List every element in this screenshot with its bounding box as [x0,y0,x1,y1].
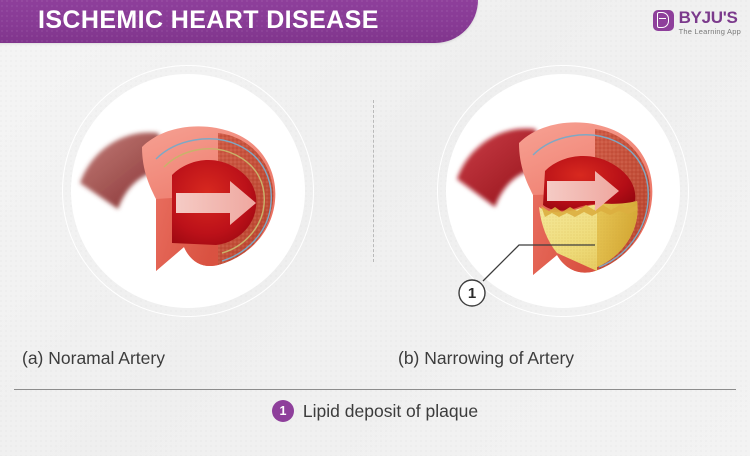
narrowed-artery-circle-stage: 1 [436,64,689,317]
panel-narrowed-artery: 1 [375,48,750,333]
restricted-blood-flow-arrow [546,170,619,211]
callout-badge-number: 1 [467,285,475,302]
panel-divider [373,100,374,262]
plaque-texture [538,200,638,271]
logo-text-block: BYJU'S The Learning App [679,9,741,36]
header-banner [0,0,478,43]
normal-artery-cross-section-illustration [79,125,275,271]
byjus-b-logo-icon [652,10,674,31]
plaque-crust-edge [540,204,637,217]
decorative-outer-ring [436,64,689,317]
page-title: ISCHEMIC HEART DISEASE [38,6,379,34]
elastic-lamina-line [163,147,265,254]
normal-artery-circle-stage [61,64,314,317]
logo-wordmark: BYJU'S [678,8,738,27]
legend-label: Lipid deposit of plaque [302,400,479,421]
caption-normal-artery: (a) Noramal Artery [22,348,165,368]
footer-divider [14,389,736,390]
caption-narrowing-of-artery: (b) Narrowing of Artery [398,348,575,368]
byjus-logo: BYJU'S The Learning App [652,9,741,36]
legend-row: 1 Lipid deposit of plaque [0,400,750,422]
callout-badge-circle [457,278,486,307]
narrowed-artery-with-plaque-illustration: 1 [456,121,652,307]
decorative-outer-ring [61,64,314,317]
outer-membrane-line [532,133,649,268]
logo-tagline: The Learning App [678,27,741,36]
rightward-blood-flow-arrow [175,180,256,225]
panel-normal-artery [0,48,375,333]
callout-leader-line [482,243,595,281]
legend-badge-1: 1 [271,400,294,422]
logo-b-glyph [656,12,669,28]
outer-membrane-line [155,137,272,262]
